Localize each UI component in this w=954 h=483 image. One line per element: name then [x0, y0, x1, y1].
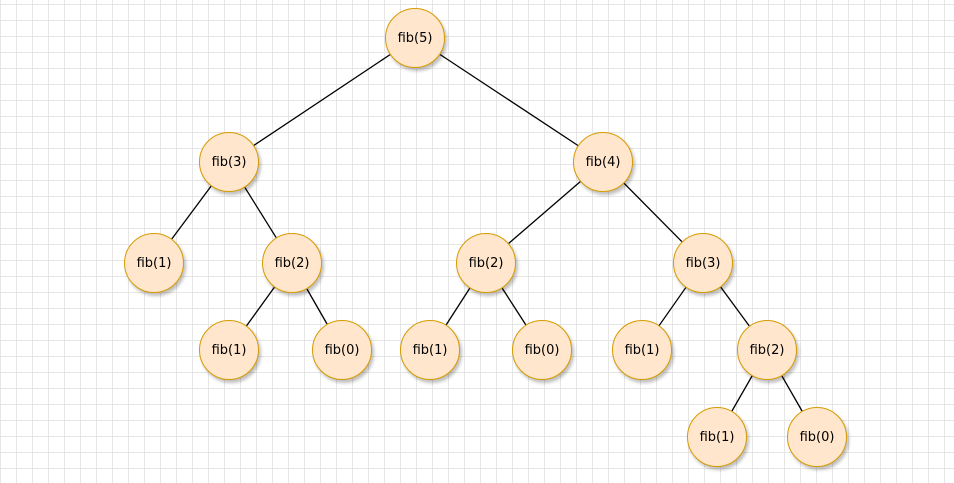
node-fib-2[interactable]: fib(2): [456, 233, 516, 293]
node-fib-4[interactable]: fib(4): [573, 132, 633, 192]
edge-n4-n7: [246, 286, 275, 327]
edge-n12-n13: [731, 375, 753, 412]
node-fib-0[interactable]: fib(0): [787, 407, 847, 467]
node-fib-2[interactable]: fib(2): [262, 233, 322, 293]
node-fib-3[interactable]: fib(3): [673, 233, 733, 293]
node-fib-1[interactable]: fib(1): [124, 233, 184, 293]
edge-n1-n3: [171, 185, 212, 240]
node-fib-1[interactable]: fib(1): [400, 320, 460, 380]
edge-n2-n5: [508, 181, 581, 244]
edge-n12-n14: [781, 375, 803, 412]
node-fib-1[interactable]: fib(1): [687, 407, 747, 467]
node-fib-1[interactable]: fib(1): [199, 320, 259, 380]
edge-n4-n8: [306, 288, 328, 325]
edge-n5-n10: [501, 287, 527, 326]
edge-n1-n4: [244, 187, 277, 238]
edge-n0-n1: [253, 54, 391, 146]
node-fib-3[interactable]: fib(3): [199, 132, 259, 192]
edge-n0-n2: [439, 53, 579, 147]
edge-n6-n12: [720, 286, 750, 327]
node-fib-0[interactable]: fib(0): [512, 320, 572, 380]
node-fib-1[interactable]: fib(1): [612, 320, 672, 380]
edge-n2-n6: [623, 182, 683, 243]
node-fib-2[interactable]: fib(2): [737, 320, 797, 380]
edge-n6-n11: [658, 287, 687, 326]
node-fib-5[interactable]: fib(5): [385, 8, 445, 68]
node-fib-0[interactable]: fib(0): [312, 320, 372, 380]
edge-n5-n9: [445, 287, 471, 326]
